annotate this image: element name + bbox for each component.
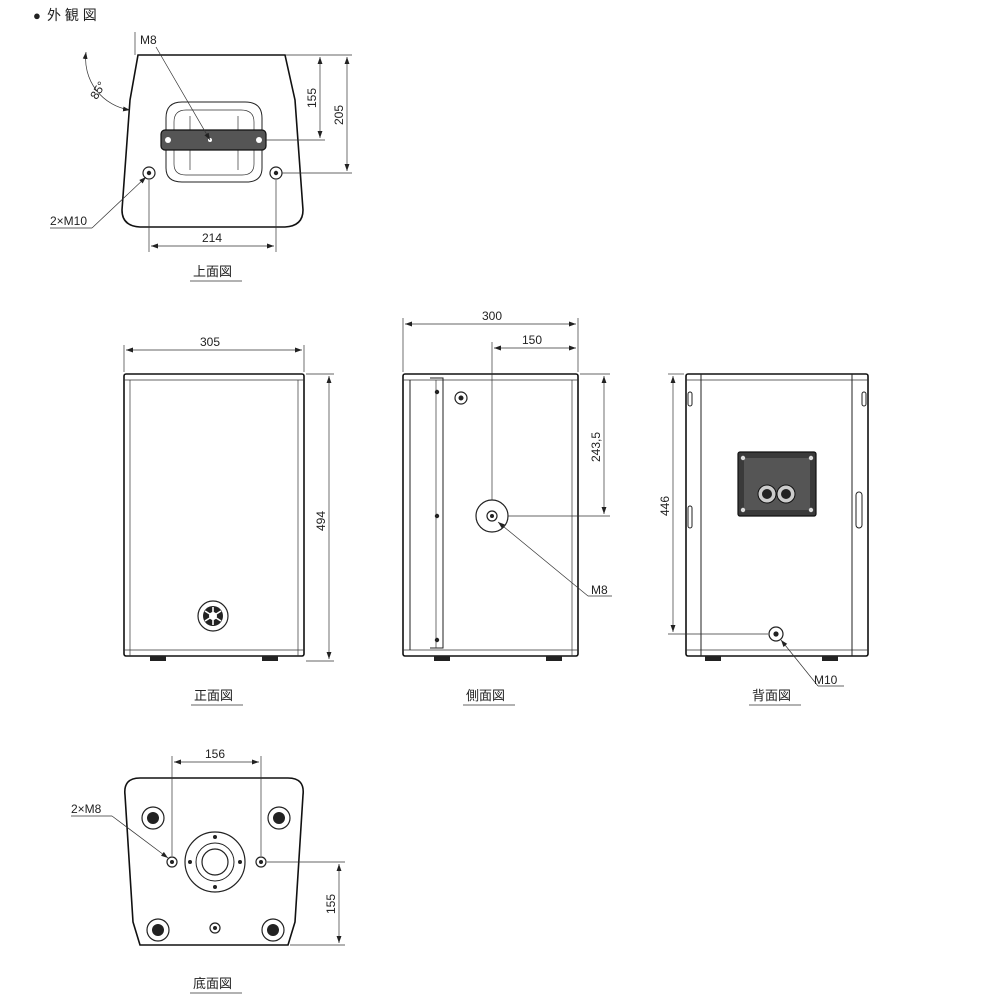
back-dim-446: 446 <box>658 496 672 516</box>
bottom-foot-bottom-left <box>146 918 170 942</box>
header-title: 外 観 図 <box>47 7 97 23</box>
bottom-holes-label: 2×M8 <box>71 802 102 816</box>
side-cabinet <box>402 373 579 657</box>
side-dim-300: 300 <box>482 309 502 323</box>
side-view-caption: 側面図 <box>466 688 505 703</box>
front-dim-305: 305 <box>200 335 220 349</box>
bottom-foot-top-right <box>267 806 291 830</box>
input-connector-panel <box>737 451 817 517</box>
front-view-caption: 正面図 <box>194 688 233 703</box>
front-cabinet <box>123 373 305 657</box>
front-view: 305 494 正面図 <box>123 335 334 706</box>
back-cabinet <box>685 373 869 657</box>
bottom-view-caption: 底面図 <box>193 976 232 991</box>
bottom-dim-155: 155 <box>324 894 338 914</box>
bottom-foot-top-left <box>141 806 165 830</box>
bottom-foot-bottom-right <box>261 918 285 942</box>
side-view: 300 150 243,5 M8 側面図 <box>402 309 612 706</box>
bottom-view-outline <box>123 777 305 946</box>
top-view-outline <box>121 54 304 228</box>
speakon-jack-2 <box>776 484 796 504</box>
bottom-dim-156: 156 <box>205 747 225 761</box>
back-m10-label: M10 <box>814 673 838 687</box>
top-dim-205: 205 <box>332 105 346 125</box>
front-dim-494: 494 <box>314 511 328 531</box>
header-bullet: ● <box>33 8 41 23</box>
side-dim-150: 150 <box>522 333 542 347</box>
speakon-jack-1 <box>757 484 777 504</box>
top-dim-155: 155 <box>305 88 319 108</box>
back-view-caption: 背面図 <box>752 688 791 703</box>
top-dim-214: 214 <box>202 231 222 245</box>
top-angle-label: 85° <box>87 79 109 102</box>
top-holes-label: 2×M10 <box>50 214 87 228</box>
top-view-caption: 上面図 <box>193 264 232 279</box>
bottom-pole-socket <box>184 831 246 893</box>
carry-handle <box>160 129 267 151</box>
bottom-view: 156 2×M8 155 底面図 <box>71 747 345 994</box>
back-view: 446 M10 背面図 <box>658 373 869 706</box>
brand-emblem <box>197 600 229 632</box>
handle-recess <box>165 101 263 183</box>
side-dim-243: 243,5 <box>589 432 603 462</box>
side-m8-label: M8 <box>591 583 608 597</box>
top-m8-label: M8 <box>140 33 157 47</box>
top-view: M8 85° 155 205 2×M10 214 上面図 <box>50 32 352 282</box>
